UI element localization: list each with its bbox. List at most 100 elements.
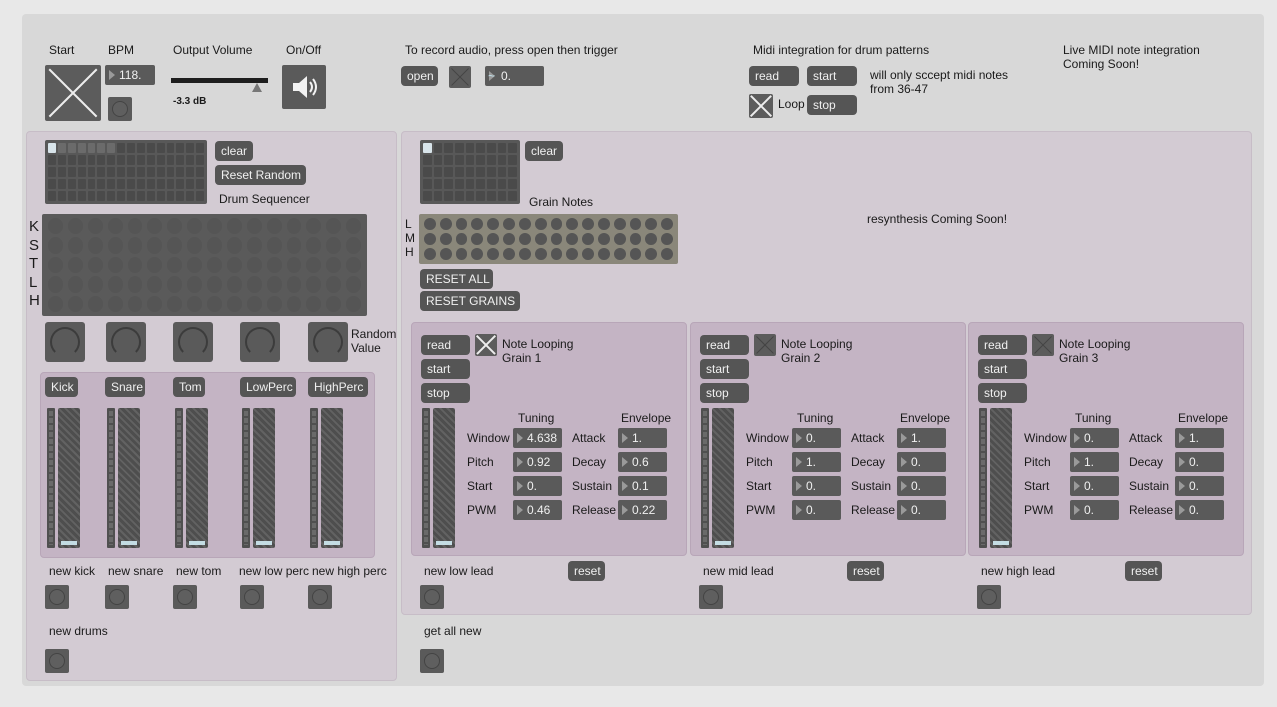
drum-matrix-dot[interactable] xyxy=(187,295,202,312)
drum-matrix-dot[interactable] xyxy=(67,256,83,274)
grain-matrix-dot[interactable] xyxy=(487,233,500,245)
drum-matrix-dot[interactable] xyxy=(87,295,103,312)
grain-note-matrix[interactable] xyxy=(419,214,678,264)
drum-matrix-dot[interactable] xyxy=(346,295,361,312)
seq-cell[interactable] xyxy=(97,191,106,201)
grain-seq-cell[interactable] xyxy=(423,191,432,201)
grain-seq-cell[interactable] xyxy=(455,155,464,165)
grain-seq-cell[interactable] xyxy=(487,155,496,165)
drum-channel-button-tom[interactable]: Tom xyxy=(173,377,205,397)
volume-thumb[interactable] xyxy=(252,83,262,92)
grain-seq-cell[interactable] xyxy=(476,179,485,189)
grain-matrix-dot[interactable] xyxy=(566,218,579,230)
grain-seq-cell[interactable] xyxy=(455,167,464,177)
seq-cell[interactable] xyxy=(97,179,106,189)
grain-seq-cell[interactable] xyxy=(487,143,496,153)
envelope-param-number[interactable]: 1. xyxy=(1175,428,1224,448)
drum-matrix-dot[interactable] xyxy=(266,218,282,235)
grain-matrix-dot[interactable] xyxy=(597,218,610,230)
drum-matrix-dot[interactable] xyxy=(48,237,63,254)
grain-matrix-dot[interactable] xyxy=(455,233,468,245)
drum-matrix-dot[interactable] xyxy=(87,237,103,254)
seq-cell[interactable] xyxy=(196,143,204,153)
grain-seq-cell[interactable] xyxy=(423,179,432,189)
tuning-param-number[interactable]: 1. xyxy=(792,452,841,472)
drum-matrix-dot[interactable] xyxy=(127,218,143,235)
seq-cell[interactable] xyxy=(97,143,106,153)
grain-seq-cell[interactable] xyxy=(455,191,464,201)
seq-cell[interactable] xyxy=(77,191,86,201)
seq-cell[interactable] xyxy=(117,167,125,177)
audio-onoff-button[interactable] xyxy=(282,65,326,109)
grain-matrix-dot[interactable] xyxy=(424,248,436,260)
drum-matrix-dot[interactable] xyxy=(346,276,361,293)
tuning-param-number[interactable]: 0. xyxy=(513,476,562,496)
seq-cell[interactable] xyxy=(57,143,66,153)
grain-matrix-dot[interactable] xyxy=(487,248,500,260)
drum-matrix-dot[interactable] xyxy=(67,218,83,235)
grain-seq-cell[interactable] xyxy=(497,167,507,177)
fader-thumb[interactable] xyxy=(256,541,272,545)
grain-seq-cell[interactable] xyxy=(476,155,485,165)
new-drum-bang[interactable] xyxy=(173,585,197,609)
grain-seq-cell[interactable] xyxy=(465,155,475,165)
grain-reset-button[interactable]: reset xyxy=(1125,561,1162,581)
seq-cell[interactable] xyxy=(77,155,86,165)
seq-cell[interactable] xyxy=(127,143,135,153)
seq-cell[interactable] xyxy=(146,179,155,189)
drum-matrix-dot[interactable] xyxy=(67,276,83,293)
drum-matrix-dot[interactable] xyxy=(226,256,242,274)
seq-cell[interactable] xyxy=(136,167,145,177)
seq-cell[interactable] xyxy=(97,167,106,177)
bpm-number-box[interactable]: 118. xyxy=(105,65,155,85)
new-drum-bang[interactable] xyxy=(240,585,264,609)
grain-matrix-dot[interactable] xyxy=(439,248,452,260)
grain-seq-cell[interactable] xyxy=(508,179,517,189)
grain-matrix-dot[interactable] xyxy=(424,218,436,230)
seq-cell[interactable] xyxy=(117,179,125,189)
note-looping-toggle[interactable] xyxy=(1032,334,1054,356)
drum-matrix-dot[interactable] xyxy=(326,295,342,312)
drum-matrix-dot[interactable] xyxy=(207,256,222,274)
seq-cell[interactable] xyxy=(196,179,204,189)
drum-matrix-dot[interactable] xyxy=(246,295,262,312)
drum-matrix-dot[interactable] xyxy=(48,295,63,312)
envelope-param-number[interactable]: 1. xyxy=(618,428,667,448)
grain-matrix-dot[interactable] xyxy=(518,248,531,260)
seq-cell[interactable] xyxy=(77,167,86,177)
seq-cell[interactable] xyxy=(67,155,76,165)
reset-random-button[interactable]: Reset Random xyxy=(215,165,306,185)
grain-seq-cell[interactable] xyxy=(433,143,443,153)
grain-stop-button[interactable]: stop xyxy=(421,383,470,403)
grain-seq-cell[interactable] xyxy=(433,167,443,177)
drum-matrix-dot[interactable] xyxy=(266,256,282,274)
drum-matrix-dot[interactable] xyxy=(107,276,123,293)
seq-cell[interactable] xyxy=(166,179,175,189)
seq-cell[interactable] xyxy=(146,155,155,165)
seq-cell[interactable] xyxy=(77,143,86,153)
grain-read-button[interactable]: read xyxy=(978,335,1027,355)
grain-matrix-dot[interactable] xyxy=(471,218,484,230)
seq-cell[interactable] xyxy=(57,179,66,189)
seq-cell[interactable] xyxy=(67,143,76,153)
grain-seq-cell[interactable] xyxy=(508,191,517,201)
envelope-param-number[interactable]: 0. xyxy=(897,500,946,520)
drum-matrix-dot[interactable] xyxy=(167,256,183,274)
grain-matrix-dot[interactable] xyxy=(597,233,610,245)
seq-cell[interactable] xyxy=(136,179,145,189)
seq-cell[interactable] xyxy=(97,155,106,165)
drum-matrix-dot[interactable] xyxy=(127,276,143,293)
seq-cell[interactable] xyxy=(117,191,125,201)
seq-cell[interactable] xyxy=(146,143,155,153)
grain-seq-cell[interactable] xyxy=(455,143,464,153)
drum-matrix-dot[interactable] xyxy=(346,218,361,235)
envelope-param-number[interactable]: 0. xyxy=(897,452,946,472)
seq-cell[interactable] xyxy=(186,191,195,201)
grain-seq-cell[interactable] xyxy=(487,191,496,201)
grain-seq-cell[interactable] xyxy=(433,191,443,201)
grain-matrix-dot[interactable] xyxy=(503,248,515,260)
note-looping-toggle[interactable] xyxy=(754,334,776,356)
envelope-param-number[interactable]: 0. xyxy=(1175,452,1224,472)
seq-cell[interactable] xyxy=(87,155,96,165)
seq-cell[interactable] xyxy=(67,191,76,201)
